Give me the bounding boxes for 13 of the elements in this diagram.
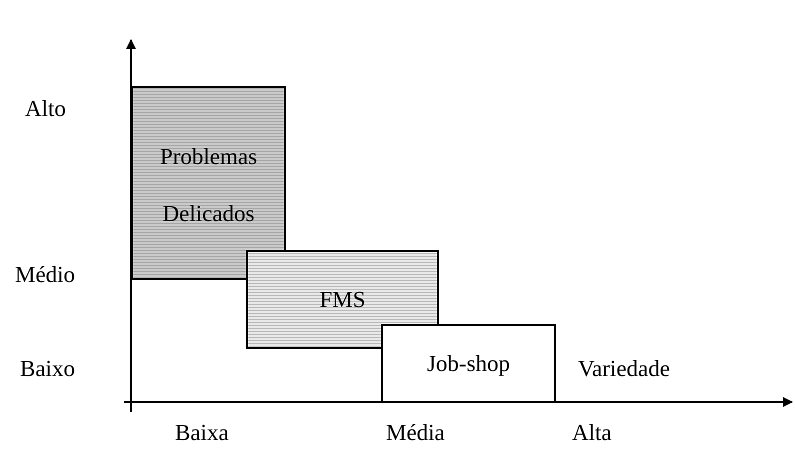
axis-label: Média	[386, 420, 445, 446]
axis-label: Alta	[572, 420, 612, 446]
axis-label: Alto	[25, 96, 66, 122]
axis-label: Médio	[15, 262, 76, 288]
process-box	[381, 324, 556, 403]
shaded-box	[246, 250, 439, 349]
box-label: FMS	[319, 286, 366, 312]
box-label: Job-shop	[426, 350, 510, 376]
axis-label: Baixo	[20, 356, 75, 382]
box-label: Problemas Delicados	[158, 143, 258, 228]
axis-label: Baixa	[175, 420, 229, 446]
shaded-box	[131, 86, 286, 280]
axis-title: Variedade	[578, 356, 670, 382]
